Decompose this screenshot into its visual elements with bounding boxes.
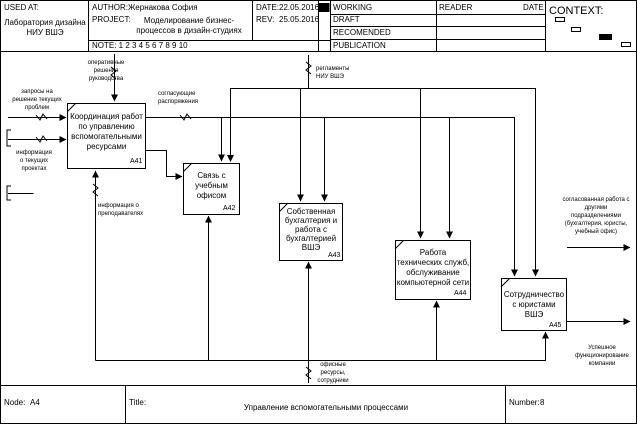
arrow-orders-a42: [146, 117, 225, 162]
context-thumbnail: [555, 17, 631, 47]
rev-value: 25.05.2016: [279, 15, 320, 24]
organization-line1: Лаборатория дизайна: [4, 18, 86, 27]
label-orders-l1: согласующие: [158, 91, 196, 97]
a43-line2: бухгалтерия и: [284, 216, 338, 225]
a43-line4: бухгалтерией: [285, 234, 337, 243]
diagram-title: Управление вспомогательными процессами: [243, 403, 409, 412]
label-coordination-l5: учебный офис): [574, 229, 618, 235]
organization-line2: НИУ ВШЭ: [26, 28, 64, 37]
working-status-mark: [318, 3, 330, 12]
a42-number: A42: [223, 205, 236, 212]
label-teacher-info-l2: преподавателях: [98, 211, 144, 217]
box-a44: [395, 240, 471, 300]
a44-line4: компьютерной сети: [396, 278, 470, 287]
a42-line1: Связь с: [197, 171, 226, 180]
label-success-l2: функционирование: [575, 353, 629, 359]
label-decisions-l1: оперативные: [87, 60, 125, 66]
box-corner-marks: [67, 103, 510, 287]
a41-line2: по управлению: [78, 122, 135, 131]
label-coordination-l4: (бухгалтерия, юристы,: [564, 221, 628, 227]
a44-line1: Работа: [419, 248, 447, 257]
a41-line1: Координация работ: [70, 112, 143, 121]
label-teacher-info-l1: информация о: [98, 203, 139, 209]
process-boxes: [67, 103, 567, 331]
a44-number: A44: [454, 290, 467, 297]
arrows: [8, 54, 631, 383]
date-label: DATE:: [256, 3, 279, 12]
label-requests-l1: запросы на: [21, 89, 53, 95]
box-a41: [67, 103, 146, 169]
footer-grid: [0, 385, 637, 424]
tunnel-marks: [6, 61, 312, 380]
box-a42: [183, 163, 240, 215]
a41-line4: ресурсами: [86, 142, 127, 151]
number-value: 8: [540, 398, 545, 407]
label-project-info-l3: проектах: [21, 166, 47, 172]
reader-label: READER: [439, 3, 473, 12]
notes-row: NOTE: 1 2 3 4 5 6 7 8 9 10: [92, 41, 188, 50]
reader-date-label: DATE: [523, 3, 544, 12]
status-publication: PUBLICATION: [333, 41, 386, 50]
project-line2: процессов в дизайн-студиях: [136, 26, 242, 35]
used-at-label: USED AT:: [4, 3, 39, 12]
label-project-info-l2: о текущих: [19, 158, 48, 164]
label-coordination-l2: другими: [584, 205, 608, 211]
rev-label: REV:: [256, 15, 275, 24]
title-label: Title:: [129, 398, 147, 407]
arrow-resources-a45: [95, 331, 549, 361]
a45-number: A45: [549, 322, 562, 329]
label-requests-l2: решение текущих: [12, 97, 62, 103]
a45-line1: Сотрудничество: [503, 290, 565, 299]
context-label: CONTEXT:: [549, 5, 604, 17]
a45-line2: с юристами: [512, 300, 556, 309]
label-project-info-l1: информация: [16, 150, 52, 156]
status-working: WORKING: [333, 3, 373, 12]
a43-line5: ВШЭ: [301, 243, 321, 252]
project-line1: Моделирование бизнес-: [143, 16, 235, 25]
status-recommended: RECOMENDED: [333, 28, 391, 37]
a44-line2: технических служб,: [396, 258, 470, 267]
node-value: A4: [30, 398, 40, 407]
a43-number: A43: [328, 252, 341, 259]
label-requests-l3: проблем: [24, 105, 50, 111]
label-success-l3: компании: [588, 361, 616, 367]
node-label: Node:: [4, 398, 26, 407]
arrow-regulations: [230, 88, 539, 277]
arrow-orders-a44: [324, 117, 453, 239]
a41-line3: вспомогательными: [71, 132, 142, 141]
label-regulations-l2: НИУ ВШЭ: [316, 74, 344, 80]
label-resources-l1: офисные: [320, 362, 346, 368]
label-decisions-l3: руководства: [88, 76, 124, 82]
number-label: Number:: [509, 398, 540, 407]
header-grid: [0, 0, 637, 52]
arrow-orders-a45: [449, 117, 518, 277]
arrow-a41-a42: [146, 150, 183, 180]
label-coordination-l1: согласованная работа с: [562, 197, 630, 203]
author-value: Жернакова София: [128, 3, 198, 12]
label-resources-l2: ресурсы,: [320, 370, 346, 376]
date-value: 22.05.2016: [279, 3, 320, 12]
label-coordination-l3: подразделениями: [570, 213, 622, 219]
a43-line3: работа с: [295, 225, 327, 234]
a42-line3: офисом: [196, 191, 227, 200]
label-decisions-l2: решения: [93, 68, 119, 74]
label-regulations-l1: регламенты: [316, 66, 350, 72]
label-resources-l3: сотрудники: [317, 378, 349, 384]
label-success-l1: Успешное: [588, 345, 616, 351]
author-label: AUTHOR:: [92, 3, 128, 12]
status-draft: DRAFT: [333, 15, 360, 24]
a43-line1: Собственная: [286, 207, 336, 216]
a44-line3: обслуживание: [406, 268, 460, 277]
label-orders-l2: распоряжения: [158, 99, 199, 105]
a42-line2: учебным: [195, 181, 228, 190]
a41-number: A41: [130, 158, 143, 165]
box-a43: [279, 203, 343, 261]
box-a45: [501, 278, 567, 331]
a45-line3: ВШЭ: [524, 310, 544, 319]
project-label: PROJECT:: [92, 15, 131, 24]
